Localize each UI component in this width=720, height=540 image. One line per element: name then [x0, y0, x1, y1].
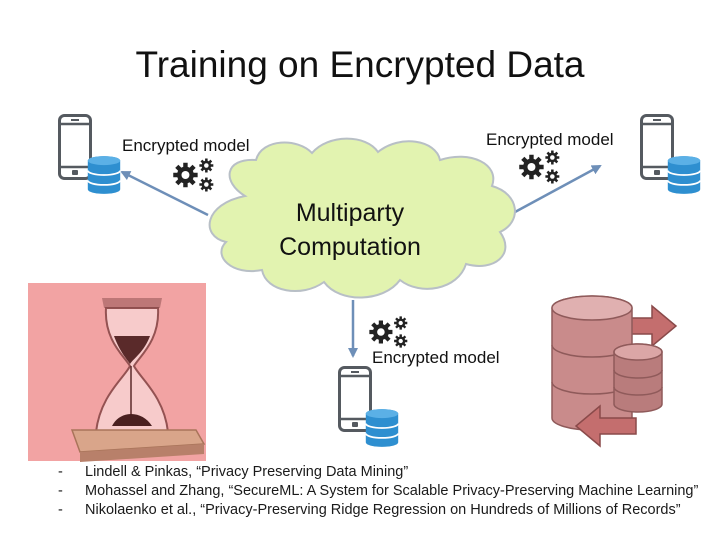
page-title: Training on Encrypted Data: [135, 44, 585, 85]
reference-text: Lindell & Pinkas, “Privacy Preserving Da…: [85, 464, 409, 480]
cloud-label: Multiparty Computation: [230, 196, 470, 264]
reference-item: - Nikolaenko et al., “Privacy-Preserving…: [58, 501, 713, 520]
cloud-label-line2: Computation: [279, 233, 421, 261]
database-icon-left: [86, 155, 122, 195]
reference-item: - Mohassel and Zhang, “SecureML: A Syste…: [58, 482, 713, 501]
label-left: Encrypted model: [122, 136, 250, 155]
phone-icon-left: [58, 114, 92, 180]
references-list: - Lindell & Pinkas, “Privacy Preserving …: [58, 463, 713, 520]
hourglass-image: [28, 283, 206, 462]
reference-marker: -: [58, 464, 63, 480]
label-right: Encrypted model: [486, 130, 614, 149]
reference-text: Mohassel and Zhang, “SecureML: A System …: [85, 483, 699, 499]
gears-icon-left: [173, 159, 213, 192]
cloud-label-line1: Multiparty: [295, 199, 405, 227]
database-stack-icon: [551, 295, 678, 448]
label-bottom: Encrypted model: [372, 348, 500, 367]
database-icon-bottom: [364, 408, 400, 448]
reference-marker: -: [58, 502, 63, 518]
reference-marker: -: [58, 483, 63, 499]
reference-item: - Lindell & Pinkas, “Privacy Preserving …: [58, 463, 713, 482]
gears-icon-bottom: [369, 316, 407, 347]
arrow-to-right-phone: [514, 164, 602, 214]
database-icon-right: [666, 155, 702, 195]
reference-text: Nikolaenko et al., “Privacy-Preserving R…: [85, 502, 681, 518]
cloud-shape: [208, 137, 516, 299]
arrow-to-left-phone: [120, 170, 209, 217]
gears-icon-right: [519, 151, 559, 184]
